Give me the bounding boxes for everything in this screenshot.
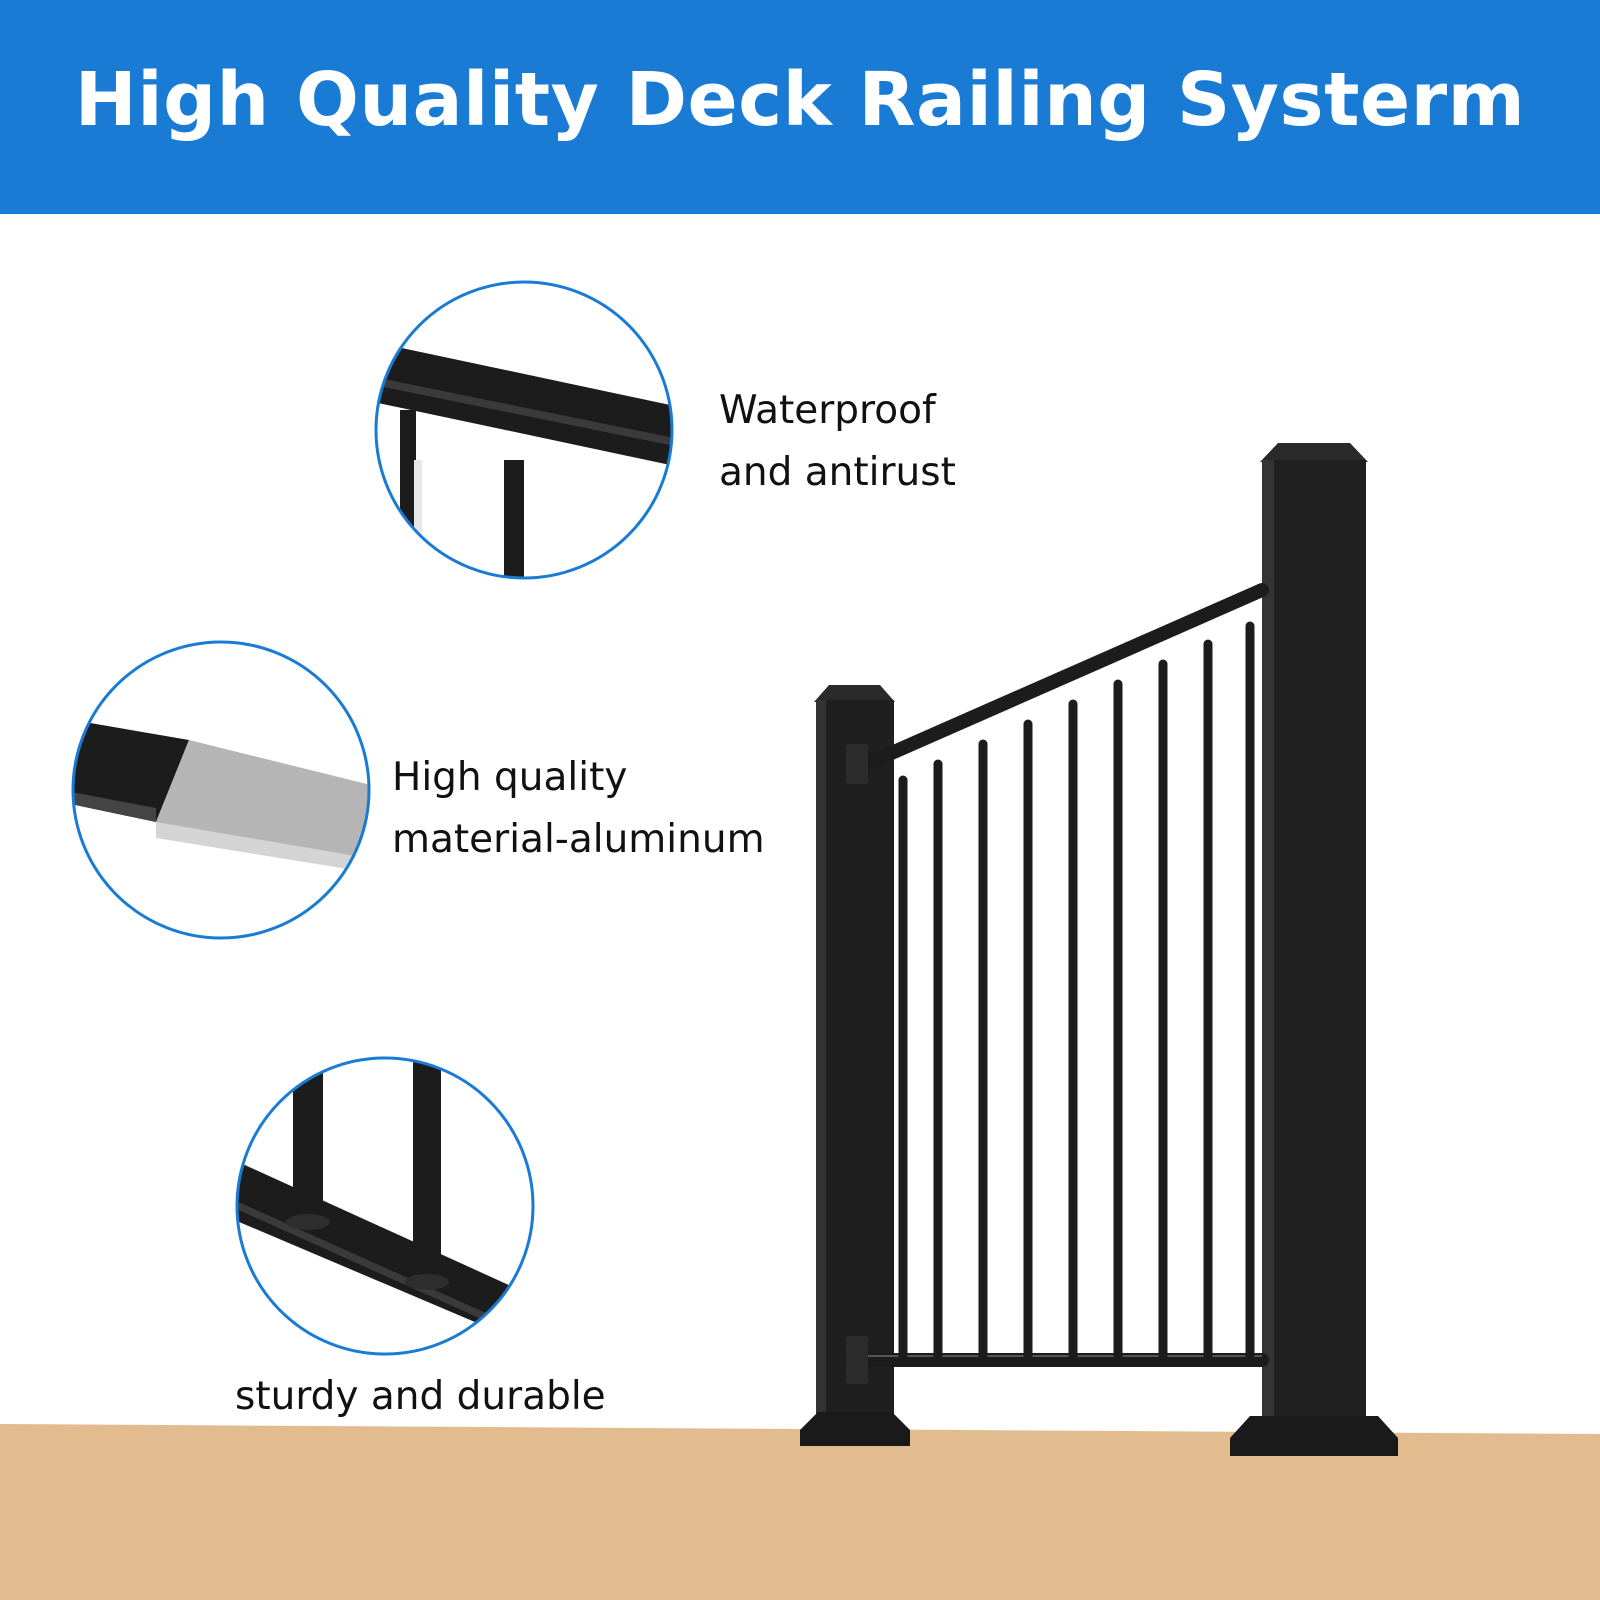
- left-post: [816, 700, 894, 1438]
- top-bracket: [846, 744, 868, 784]
- right-post-cap: [1260, 443, 1368, 462]
- header-banner: High Quality Deck Railing Systerm: [0, 0, 1600, 214]
- right-post: [1262, 460, 1366, 1448]
- page-title: High Quality Deck Railing Systerm: [74, 57, 1526, 143]
- feature-aluminum-label: High quality material-aluminum: [392, 747, 765, 871]
- top-rail-closeup-icon: [374, 280, 674, 580]
- left-post-base: [800, 1412, 910, 1446]
- feature-durable-label: sturdy and durable: [235, 1366, 606, 1428]
- bottom-rail-balusters-icon: [235, 1056, 535, 1356]
- feature-line-1: Waterproof: [719, 388, 936, 433]
- top-rail: [855, 583, 1269, 773]
- feature-line-1: sturdy and durable: [235, 1374, 606, 1419]
- feature-waterproof-label: Waterproof and antirust: [719, 380, 956, 504]
- feature-line-2: and antirust: [719, 450, 956, 495]
- bottom-bracket: [846, 1336, 868, 1384]
- feature-line-1: High quality: [392, 755, 628, 800]
- balusters: [898, 621, 1255, 1361]
- right-post-base: [1230, 1416, 1398, 1456]
- feature-line-2: material-aluminum: [392, 817, 765, 862]
- aluminum-rail-section-icon: [71, 640, 371, 940]
- left-post-cap: [814, 685, 895, 702]
